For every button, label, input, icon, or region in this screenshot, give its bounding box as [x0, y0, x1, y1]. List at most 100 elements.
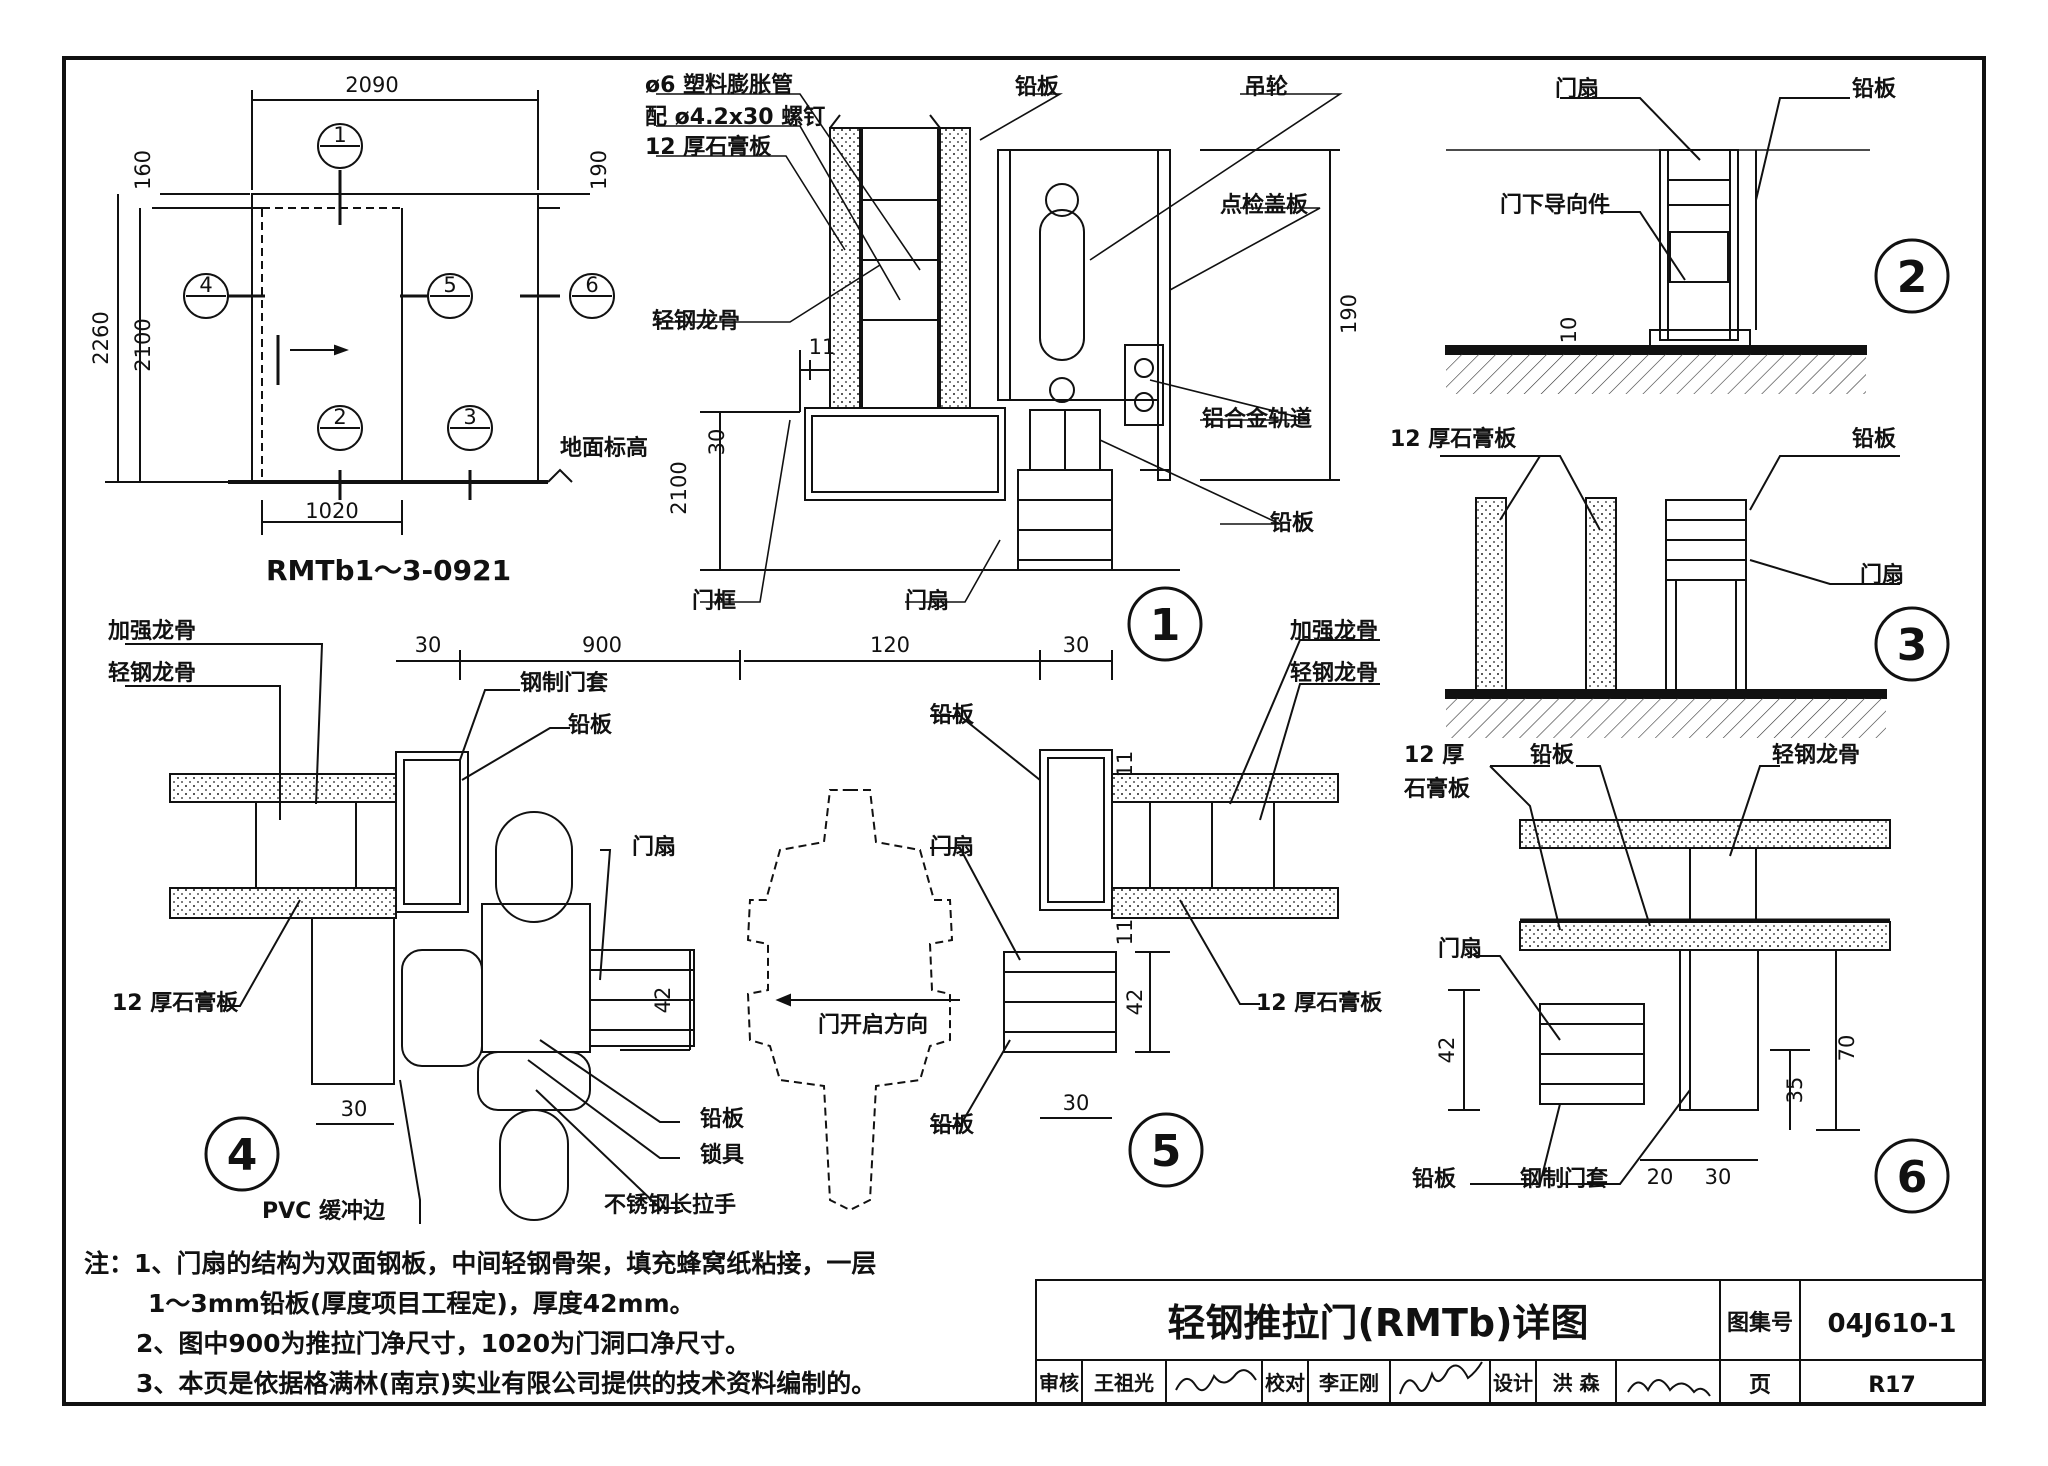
s1-label-frame: 门框 — [692, 588, 736, 614]
s1-label-lead: 铅板 — [1015, 74, 1060, 100]
s4-label-steel-case: 钢制门套 — [520, 670, 608, 696]
s6-dim-42: 42 — [1435, 1037, 1459, 1064]
s5-dim-42: 42 — [1123, 989, 1147, 1016]
reviewer-signature — [1175, 1369, 1257, 1392]
note-line-4: 3、本页是依据格满林(南京)实业有限公司提供的技术资料编制的。 — [136, 1369, 876, 1398]
s5-label-light-keel: 轻钢龙骨 — [1290, 660, 1378, 686]
s6-label-lead: 铅板 — [1530, 742, 1575, 768]
s5-dim-30: 30 — [1063, 633, 1090, 657]
section-marker-2: 2 — [317, 405, 363, 451]
s4-dim-900: 900 — [582, 633, 622, 657]
s3-label-lead: 铅板 — [1852, 426, 1897, 452]
section-4-drawing — [125, 643, 741, 1224]
s5-label-lead2: 铅板 — [930, 1112, 975, 1138]
section-3-drawing — [1440, 455, 1900, 738]
svg-text:4: 4 — [227, 1130, 258, 1181]
section-4-number: 4 — [204, 1116, 280, 1192]
svg-text:3: 3 — [463, 405, 476, 429]
s2-label-guide: 门下导向件 — [1500, 192, 1610, 218]
title-block-review-label: 审核 — [1039, 1371, 1079, 1395]
note-line-3: 2、图中900为推拉门净尺寸，1020为门洞口净尺寸。 — [136, 1329, 750, 1358]
section-6-number: 6 — [1874, 1138, 1950, 1214]
s6-dim-20: 20 — [1647, 1165, 1674, 1189]
elev-dim-160: 160 — [131, 150, 155, 190]
s4-label-light-keel: 轻钢龙骨 — [108, 660, 196, 686]
section-marker-3: 3 — [447, 405, 493, 451]
s6-label-gypsum1: 12 厚 — [1404, 743, 1464, 768]
section-1-leaders — [656, 93, 1343, 603]
section-6-drawing — [1448, 765, 1891, 1185]
s4-dim-30b: 30 — [341, 1097, 368, 1121]
title-block-check-label: 校对 — [1265, 1371, 1305, 1395]
section-marker-6: 6 — [569, 273, 615, 319]
note-line-2: 1～3mm铅板(厚度项目工程定)，厚度42mm。 — [148, 1289, 695, 1318]
section-1-drawing — [700, 114, 1340, 571]
svg-text:6: 6 — [1897, 1152, 1928, 1203]
elev-dim-top: 2090 — [345, 73, 398, 97]
s6-label-leaf: 门扇 — [1438, 936, 1482, 962]
s6-dim-70: 70 — [1835, 1035, 1859, 1062]
s5-label-leaf: 门扇 — [930, 834, 974, 860]
section-marker-1: 1 — [317, 123, 363, 169]
s4-label-leaf: 门扇 — [632, 834, 676, 860]
note-line-1: 注：1、门扇的结构为双面钢板，中间轻钢骨架，填充蜂窝纸粘接，一层 — [84, 1249, 876, 1278]
title-block-title: 轻钢推拉门(RMTb)详图 — [1168, 1301, 1589, 1345]
s5-label-gypsum: 12 厚石膏板 — [1256, 990, 1383, 1016]
s1-dim-11: 11 — [809, 335, 836, 359]
s5-label-open-dir: 门开启方向 — [818, 1012, 928, 1038]
elev-dim-bottom: 1020 — [305, 499, 358, 523]
svg-text:1: 1 — [333, 123, 346, 147]
door-elevation — [105, 90, 590, 535]
s4-label-lead: 铅板 — [568, 712, 613, 738]
s2-label-lead: 铅板 — [1852, 76, 1897, 102]
s6-label-lead2: 铅板 — [1412, 1166, 1457, 1192]
s4-dim-42: 42 — [651, 987, 675, 1014]
title-block-atlas-label: 图集号 — [1727, 1310, 1793, 1336]
s1-label-gypsum: 12 厚石膏板 — [645, 134, 772, 160]
s1-label-access: 点检盖板 — [1220, 192, 1309, 218]
s6-dim-30: 30 — [1705, 1165, 1732, 1189]
elev-title: RMTb1～3-0921 — [266, 554, 511, 587]
s4-dim-30: 30 — [415, 633, 442, 657]
elev-dim-2260: 2260 — [89, 311, 113, 364]
section-3-number: 3 — [1874, 606, 1950, 682]
s5-dim-11a: 11 — [1113, 751, 1137, 778]
s1-dim-190: 190 — [1337, 294, 1361, 334]
elev-dim-2100: 2100 — [131, 318, 155, 371]
section-5-drawing — [744, 639, 1380, 1212]
s1-label-pulley: 吊轮 — [1244, 74, 1288, 100]
s4-label-lock: 锁具 — [700, 1142, 744, 1168]
title-block-page-no: R17 — [1868, 1373, 1916, 1398]
section-2-drawing — [1445, 97, 1870, 394]
checker-signature — [1399, 1361, 1483, 1395]
svg-text:4: 4 — [199, 273, 212, 297]
section-5-number: 5 — [1128, 1112, 1204, 1188]
section-marker-5: 5 — [427, 273, 473, 319]
section-2-number: 2 — [1874, 238, 1950, 314]
s4-label-pvc: PVC 缓冲边 — [262, 1198, 386, 1224]
s4-label-handle: 不锈钢长拉手 — [604, 1192, 736, 1218]
s4-label-reinforce: 加强龙骨 — [107, 619, 196, 644]
s5-dim-30b: 30 — [1063, 1091, 1090, 1115]
svg-text:5: 5 — [443, 273, 456, 297]
sheet-border — [62, 56, 1986, 1406]
section-1-number: 1 — [1127, 586, 1203, 662]
svg-text:6: 6 — [585, 273, 598, 297]
title-block-page-label: 页 — [1749, 1373, 1771, 1398]
elev-floor-label: 地面标高 — [560, 435, 648, 461]
title-block-reviewer: 王祖光 — [1094, 1371, 1154, 1395]
svg-text:2: 2 — [1897, 252, 1928, 303]
s6-dim-35: 35 — [1783, 1077, 1807, 1104]
s4-label-lead2: 铅板 — [700, 1106, 745, 1132]
svg-text:2: 2 — [333, 405, 346, 429]
s1-label-screw: 配 ø4.2x30 螺钉 — [645, 104, 825, 130]
svg-text:5: 5 — [1151, 1126, 1182, 1177]
s1-label-light-keel: 轻钢龙骨 — [652, 308, 740, 334]
s1-label-track: 铝合金轨道 — [1202, 406, 1312, 432]
svg-text:3: 3 — [1897, 620, 1928, 671]
s5-dim-120: 120 — [870, 633, 910, 657]
s5-dim-11b: 11 — [1113, 919, 1137, 946]
title-block — [1035, 1279, 1985, 1405]
section-marker-4: 4 — [183, 273, 229, 319]
